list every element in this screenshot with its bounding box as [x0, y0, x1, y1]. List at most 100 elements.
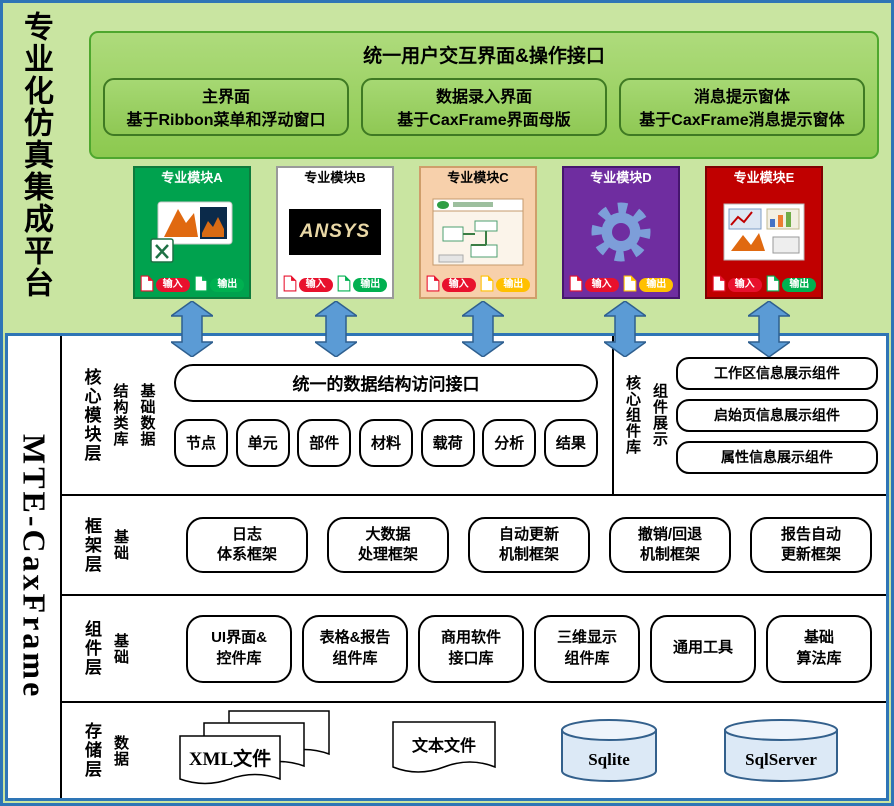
input-badge: 输入: [441, 278, 476, 292]
component-box-line: UI界面&: [211, 629, 267, 647]
component-box: UI界面& 控件库: [186, 614, 292, 683]
core-layer-label: 核心模块层: [81, 367, 101, 463]
ui-subbox-line2: 基于CaxFrame消息提示窗体: [639, 112, 845, 130]
module-title: 专业模块A: [161, 170, 223, 185]
storage-layer-sublabel: 数据: [112, 734, 129, 767]
data-item-box: 材料: [358, 418, 413, 467]
display-component-stack: 工作区信息展示组件 启始页信息展示组件 属性信息展示组件: [676, 356, 878, 474]
storage-items: XML文件 文本文件 Sqlite SqlServer: [148, 709, 886, 793]
framework-box: 大数据 处理框架: [327, 517, 449, 573]
output-io-item: 输出: [480, 275, 531, 292]
layer-stack: 核心模块层 结构类库 基础数据 统一的数据结构访问接口 节点 单元 部件 材料 …: [62, 336, 886, 798]
framework-box: 报告自动 更新框架: [750, 517, 872, 573]
output-doc-icon: [480, 275, 494, 292]
component-layer: 组件层 基础 UI界面& 控件库 表格&报告 组件库 商用软件 接口库: [62, 596, 886, 703]
module-logo: [564, 188, 678, 275]
module-e: 专业模块E 输入: [705, 166, 823, 299]
framework-box: 日志 体系框架: [186, 517, 308, 573]
input-badge: 输入: [155, 278, 190, 292]
module-io-row: 输入 输出: [278, 275, 392, 297]
module-io-row: 输入 输出: [564, 275, 678, 297]
framework-title-cell: MTE-CaxFrame: [8, 336, 62, 798]
component-box: 表格&报告 组件库: [302, 614, 408, 683]
modules-row: 专业模块A 输入: [133, 166, 823, 299]
framework-box-line: 大数据: [365, 525, 411, 543]
caxframe-panel: MTE-CaxFrame 核心模块层 结构类库 基础数据 统一的数据结构访问接口…: [5, 333, 889, 801]
xml-doc-stack-icon: XML文件: [179, 709, 330, 784]
output-doc-icon: [766, 275, 780, 292]
data-interface-box: 统一的数据结构访问接口: [174, 363, 598, 402]
storage-layer: 存储层 数据 XML文件 文本文件: [62, 703, 886, 798]
double-arrow-icon: [462, 301, 504, 357]
output-io-item: 输出: [194, 275, 245, 292]
double-arrow-icon: [604, 301, 646, 357]
output-badge: 输出: [353, 278, 388, 292]
gear-icon: [591, 202, 651, 261]
framework-boxes: 日志 体系框架 大数据 处理框架 自动更新 机制框架 撤销/回退 机制框架: [148, 517, 886, 573]
component-box-line: 组件库: [564, 649, 610, 667]
module-logo: [707, 188, 821, 275]
framework-box-line: 日志: [231, 525, 262, 543]
module-a: 专业模块A 输入: [133, 166, 251, 299]
framework-box-line: 撤销/回退: [637, 525, 703, 543]
double-arrow-icon: [171, 301, 213, 357]
framework-layer-labels: 框架层 基础: [62, 496, 148, 594]
framework-box-line: 报告自动: [780, 525, 841, 543]
component-box: 基础 算法库: [766, 614, 872, 683]
component-box-line: 算法库: [796, 649, 842, 667]
core-layer-sublabel: 结构类库: [111, 383, 129, 447]
report-screenshot-icon: [723, 203, 805, 260]
module-io-row: 输入 输出: [135, 275, 249, 297]
framework-box-line: 更新框架: [780, 546, 841, 563]
double-arrow-icon: [748, 301, 790, 357]
framework-layer-sublabel: 基础: [112, 529, 129, 561]
ui-subbox-line2: 基于CaxFrame界面母版: [397, 112, 571, 130]
output-doc-icon: [337, 275, 351, 292]
output-doc-icon: [194, 275, 208, 292]
output-badge: 输出: [496, 278, 531, 292]
component-box-line: 通用工具: [672, 639, 733, 657]
sqlserver-database-cylinder-icon: SqlServer: [723, 718, 838, 782]
module-logo: [135, 188, 249, 275]
display-component-box: 属性信息展示组件: [676, 440, 878, 474]
module-logo: [421, 188, 535, 275]
double-arrow-icon: [315, 301, 357, 357]
ui-subbox-data-entry: 数据录入界面 基于CaxFrame界面母版: [361, 78, 607, 136]
display-component-box: 启始页信息展示组件: [676, 398, 878, 432]
ui-subbox-main-interface: 主界面 基于Ribbon菜单和浮动窗口: [103, 78, 349, 136]
output-io-item: 输出: [623, 275, 674, 292]
ui-subbox-line1: 主界面: [201, 89, 250, 106]
component-box: 商用软件 接口库: [418, 614, 524, 683]
component-box-line: 表格&报告: [319, 629, 391, 647]
framework-box: 撤销/回退 机制框架: [609, 517, 731, 573]
data-item-row: 节点 单元 部件 材料 载荷 分析 结果: [174, 418, 598, 467]
framework-vertical-title: MTE-CaxFrame: [16, 434, 53, 700]
core-layer-labels: 核心模块层 结构类库 基础数据: [62, 336, 174, 494]
framework-box-line: 自动更新: [498, 525, 559, 543]
output-badge: 输出: [782, 278, 817, 292]
ansys-logo-icon: ANSYS: [289, 208, 381, 255]
sqlserver-label: SqlServer: [745, 750, 817, 769]
component-box-line: 控件库: [216, 649, 262, 667]
unified-ui-title: 统一用户交互界面&操作接口: [363, 46, 605, 67]
module-io-row: 输入 输出: [707, 275, 821, 297]
ui-subbox-line2: 基于Ribbon菜单和浮动窗口: [126, 112, 326, 130]
framework-layer: 框架层 基础 日志 体系框架 大数据 处理框架 自动更新 机制框架: [62, 496, 886, 596]
framework-layer-label: 框架层: [82, 516, 101, 574]
input-doc-icon: [283, 275, 297, 292]
module-b: 专业模块B ANSYS 输入 输出: [276, 166, 394, 299]
component-box-line: 三维显示: [556, 629, 617, 647]
data-item-box: 分析: [482, 418, 537, 467]
framework-box-line: 体系框架: [216, 546, 277, 563]
component-boxes: UI界面& 控件库 表格&报告 组件库 商用软件 接口库 三维显示 组件库: [148, 614, 886, 683]
core-component-label: 核心组件库: [624, 375, 641, 455]
input-badge: 输入: [298, 278, 333, 292]
framework-box-line: 机制框架: [639, 546, 700, 563]
sqlite-database-cylinder-icon: Sqlite: [560, 718, 657, 782]
input-doc-icon: [140, 275, 154, 292]
display-component-box: 工作区信息展示组件: [676, 356, 878, 390]
component-box: 通用工具: [650, 614, 756, 683]
core-component-section: 核心组件库 组件展示 工作区信息展示组件 启始页信息展示组件 属性信息展示组件: [612, 336, 886, 494]
component-layer-label: 组件层: [82, 620, 101, 677]
input-io-item: 输入: [712, 275, 762, 292]
